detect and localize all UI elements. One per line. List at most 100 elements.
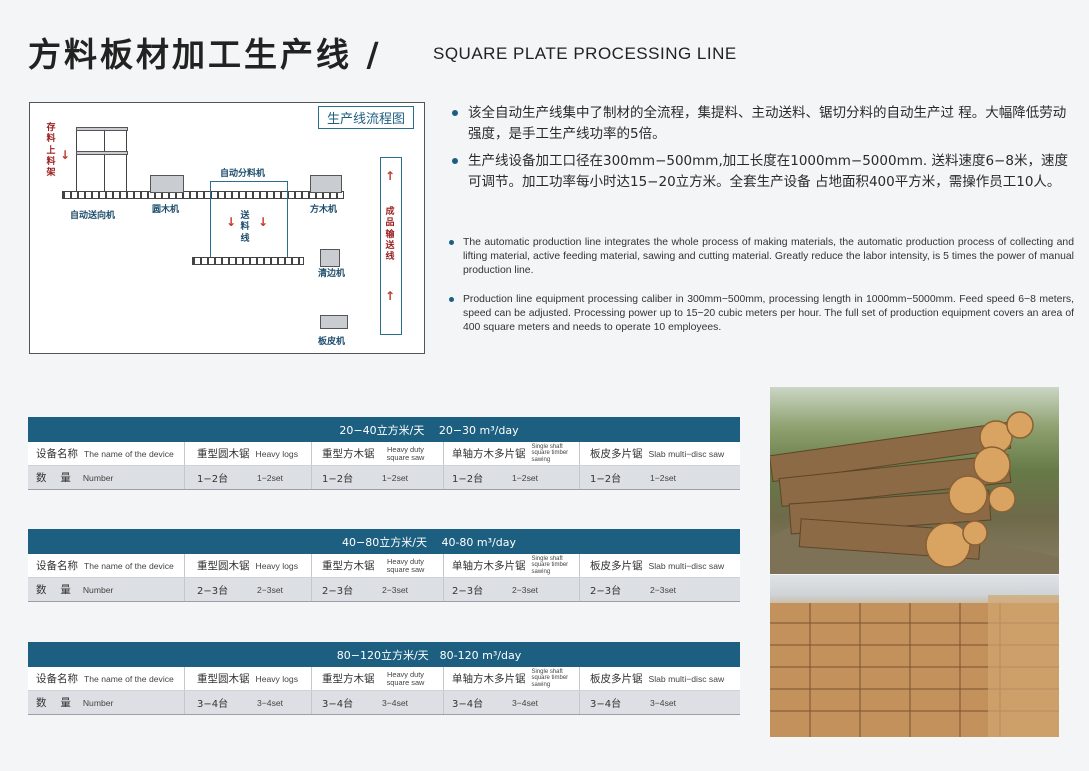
spec-table-capacity: 20−40立方米/天 20−30 m³/day bbox=[28, 417, 740, 442]
label-log-saw: 圆木机 bbox=[152, 205, 180, 215]
col1-en: Heavy logs bbox=[255, 448, 299, 459]
number-en: Number bbox=[82, 584, 114, 595]
quantity-cell: 3−4台 3−4set bbox=[444, 691, 580, 714]
slab-saw-machine bbox=[320, 315, 348, 329]
qty-cn: 3−4台 bbox=[452, 699, 484, 710]
log-pile-illustration bbox=[770, 411, 1059, 574]
bullet-en-text: The automatic production line integrates… bbox=[463, 237, 1074, 276]
col2-en: Heavy duty square saw bbox=[386, 556, 425, 574]
qty-en: 1−2set bbox=[257, 472, 284, 483]
device-header-cell: 设备名称 The name of the device bbox=[28, 442, 185, 465]
col3-cn: 单轴方木多片锯 bbox=[452, 448, 526, 460]
number-en: Number bbox=[82, 697, 114, 708]
flow-diagram-title: 生产线流程图 bbox=[317, 106, 414, 129]
qty-cn: 2−3台 bbox=[452, 586, 484, 597]
number-header-cell: 数 量 Number bbox=[28, 578, 185, 601]
flow-diagram: 生产线流程图 存料上料架 ↓ 自动送向机 圆木机 自动分料机 方木机 送料线 ↓… bbox=[29, 102, 425, 354]
log-saw-machine bbox=[150, 175, 184, 193]
rack-post bbox=[104, 127, 105, 197]
label-feed-line: 送料线 bbox=[240, 211, 250, 244]
qty-en: 3−4set bbox=[512, 697, 539, 708]
col4-en: Slab multi−disc saw bbox=[648, 560, 725, 571]
log-pile-photo bbox=[770, 387, 1059, 574]
main-conveyor bbox=[62, 191, 344, 199]
bullet-cn: 该全自动生产线集中了制材的全流程，集提料、主动送料、锯切分料的自动生产过 程。大… bbox=[449, 103, 1074, 145]
spec-table: 80−120立方米/天 80-120 m³/day 设备名称 The name o… bbox=[28, 642, 740, 715]
col4-cn: 板皮多片锯 bbox=[590, 673, 643, 685]
col3-en: Single shaft square timber sawing bbox=[531, 668, 569, 688]
col1-cn: 重型圆木锯 bbox=[197, 560, 250, 572]
qty-en: 1−2set bbox=[512, 472, 539, 483]
column-header: 板皮多片锯 Slab multi−disc saw bbox=[580, 667, 740, 690]
qty-en: 3−4set bbox=[257, 697, 284, 708]
column-header: 单轴方木多片锯 Single shaft square timber sawing bbox=[444, 667, 580, 690]
title-separator: / bbox=[366, 35, 382, 74]
col4-cn: 板皮多片锯 bbox=[590, 448, 643, 460]
description-cn: 该全自动生产线集中了制材的全流程，集提料、主动送料、锯切分料的自动生产过 程。大… bbox=[449, 103, 1074, 199]
col1-en: Heavy logs bbox=[255, 673, 299, 684]
number-cn: 数 量 bbox=[36, 472, 71, 484]
page-title-en: SQUARE PLATE PROCESSING LINE bbox=[433, 44, 737, 63]
description-en: The automatic production line integrates… bbox=[449, 236, 1074, 350]
col4-en: Slab multi−disc saw bbox=[648, 673, 725, 684]
label-auto-feeder: 自动送向机 bbox=[70, 211, 116, 221]
edger-machine bbox=[320, 249, 340, 267]
label-product-conveyor: 成品输送线 bbox=[385, 207, 395, 262]
device-cn: 设备名称 bbox=[36, 448, 78, 460]
qty-en: 1−2set bbox=[650, 472, 677, 483]
qty-en: 2−3set bbox=[512, 584, 539, 595]
label-storage-rack: 存料上料架 bbox=[46, 123, 56, 178]
qty-en: 3−4set bbox=[650, 697, 677, 708]
up-arrow-icon: ↑ bbox=[385, 289, 396, 303]
col4-en: Slab multi−disc saw bbox=[648, 448, 725, 459]
label-slab-saw: 板皮机 bbox=[318, 337, 346, 347]
device-en: The name of the device bbox=[84, 560, 174, 571]
number-cn: 数 量 bbox=[36, 584, 71, 596]
qty-cn: 2−3台 bbox=[322, 586, 354, 597]
qty-cn: 1−2台 bbox=[197, 474, 229, 485]
number-header-cell: 数 量 Number bbox=[28, 466, 185, 489]
label-edger: 清边机 bbox=[318, 269, 346, 279]
device-en: The name of the device bbox=[84, 673, 174, 684]
lower-conveyor bbox=[192, 257, 304, 265]
number-en: Number bbox=[82, 472, 114, 483]
col3-en: Single shaft square timber sawing bbox=[531, 443, 569, 463]
qty-cn: 1−2台 bbox=[452, 474, 484, 485]
qty-en: 2−3set bbox=[650, 584, 677, 595]
col1-cn: 重型圆木锯 bbox=[197, 673, 250, 685]
rack-post bbox=[126, 127, 127, 197]
column-header: 重型圆木锯 Heavy logs bbox=[185, 554, 312, 577]
qty-cn: 3−4台 bbox=[197, 699, 229, 710]
spec-table-capacity: 80−120立方米/天 80-120 m³/day bbox=[28, 642, 740, 667]
column-header: 重型圆木锯 Heavy logs bbox=[185, 667, 312, 690]
label-auto-splitter: 自动分料机 bbox=[220, 169, 266, 179]
product-conveyor-box bbox=[380, 157, 402, 335]
device-en: The name of the device bbox=[84, 448, 174, 459]
bullet-en: The automatic production line integrates… bbox=[449, 236, 1074, 278]
title-cn-text: 方料板材加工生产线 bbox=[28, 35, 352, 74]
col2-cn: 重型方木锯 bbox=[322, 673, 375, 685]
qty-cn: 2−3台 bbox=[197, 586, 229, 597]
device-cn: 设备名称 bbox=[36, 673, 78, 685]
spec-table: 20−40立方米/天 20−30 m³/day 设备名称 The name of … bbox=[28, 417, 740, 490]
up-arrow-icon: ↑ bbox=[385, 169, 396, 183]
bullet-cn-text: 该全自动生产线集中了制材的全流程，集提料、主动送料、锯切分料的自动生产过 程。大… bbox=[468, 105, 1067, 142]
lumber-stack-photo bbox=[770, 575, 1059, 737]
col3-cn: 单轴方木多片锯 bbox=[452, 673, 526, 685]
column-header: 板皮多片锯 Slab multi−disc saw bbox=[580, 442, 740, 465]
page-title-cn: 方料板材加工生产线 / bbox=[28, 28, 382, 76]
col1-en: Heavy logs bbox=[255, 560, 299, 571]
